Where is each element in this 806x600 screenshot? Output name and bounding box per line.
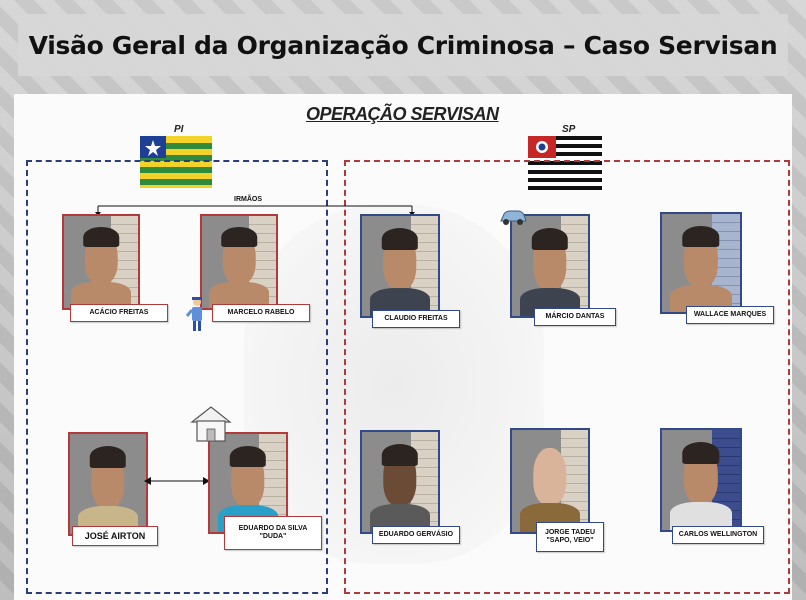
mugshot-acacio-freitas: [62, 214, 140, 310]
name-tag: EDUARDO GERVÁSIO: [372, 526, 460, 544]
piaui-group-box: [26, 160, 328, 594]
link-arrow: [144, 477, 210, 485]
name-tag: CARLOS WELLINGTON: [672, 526, 764, 544]
region-label-pi: PI: [174, 124, 184, 135]
name-tag: MARCELO RABELO: [212, 304, 310, 322]
name-tag: CLAUDIO FREITAS: [372, 310, 460, 328]
mugshot-claudio-freitas: [360, 214, 440, 318]
mugshot-eduardo-gervasio: [360, 430, 440, 534]
mugshot-carlos-wellington: [660, 428, 742, 532]
sao-paulo-group-box: [344, 160, 790, 594]
name-tag: WALLACE MARQUES: [686, 306, 774, 324]
diagram-slide: OPERAÇÃO SERVISAN PI SP IRMÃOS: [14, 94, 792, 600]
car-icon: [500, 210, 527, 225]
name-tag: JORGE TADEU "SAPO, VEIO": [536, 522, 604, 552]
region-label-sp: SP: [562, 124, 576, 135]
page-title: Visão Geral da Organização Criminosa – C…: [18, 14, 788, 76]
mugshot-marcelo-rabelo: [200, 214, 278, 310]
relation-label: IRMÃOS: [234, 196, 262, 203]
piaui-flag-icon: [140, 136, 212, 188]
mugshot-jose-airton: [68, 432, 148, 536]
operation-title: OPERAÇÃO SERVISAN: [306, 104, 499, 124]
name-tag: EDUARDO DA SILVA "DUDA": [224, 516, 322, 550]
name-tag: JOSÉ AIRTON: [72, 526, 158, 546]
name-tag: ACÁCIO FREITAS: [70, 304, 168, 322]
name-tag: MÁRCIO DANTAS: [534, 308, 616, 326]
mugshot-wallace-marques: [660, 212, 742, 314]
sao-paulo-flag-icon: [528, 136, 602, 190]
mugshot-jorge-tadeu: [510, 428, 590, 534]
mugshot-marcio-dantas: [510, 214, 590, 318]
house-icon: [190, 406, 232, 442]
police-officer-icon: [186, 297, 202, 331]
